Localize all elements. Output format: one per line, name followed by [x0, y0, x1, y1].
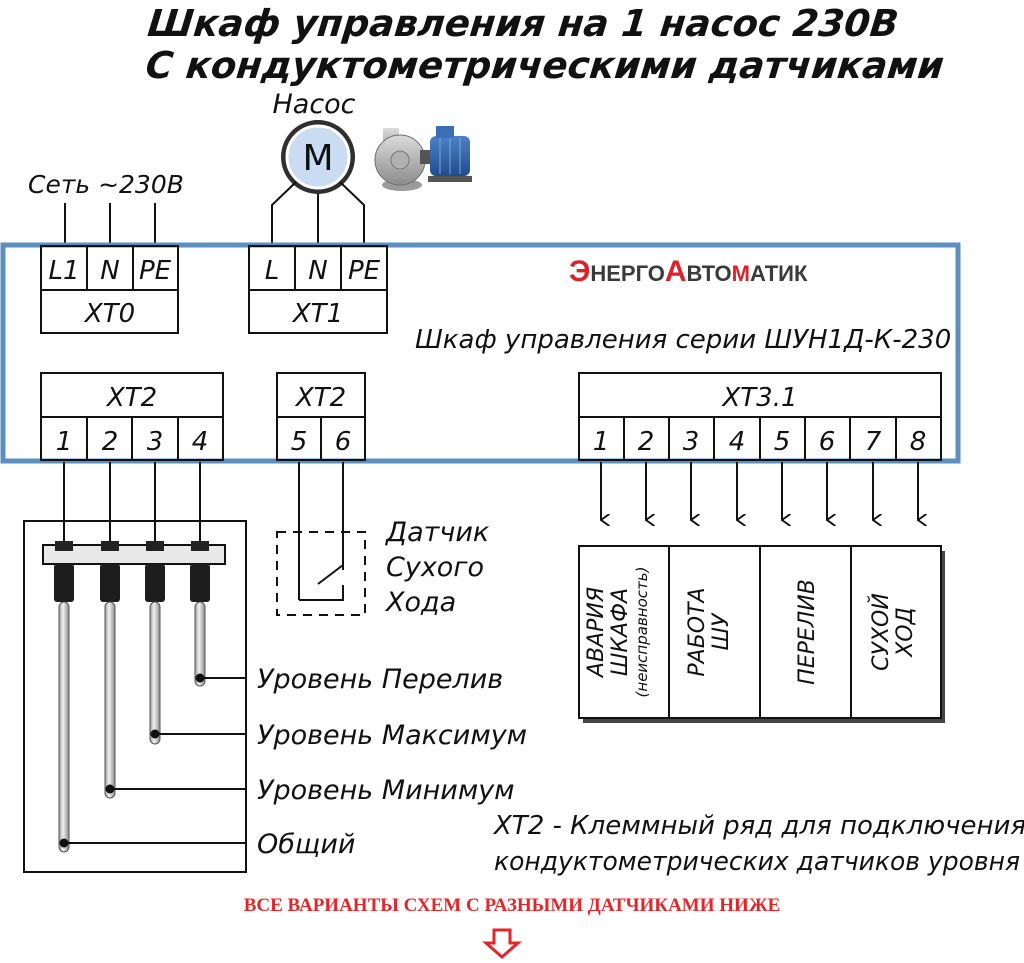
xt31-arrows [601, 462, 918, 520]
svg-text:ШУ: ШУ [709, 612, 734, 651]
svg-text:(неисправность): (неисправность) [633, 567, 651, 698]
dry-run-label-2: Сухого [386, 552, 484, 583]
xt0-block [40, 245, 179, 334]
xt1-pin-3: PE [348, 256, 381, 286]
xt2b-pin-6: 6 [335, 427, 352, 457]
xt1-name: XT1 [291, 299, 343, 329]
xt1-pin-2: N [308, 256, 327, 286]
xt0-name: XT0 [83, 299, 135, 329]
svg-text:РАБОТА: РАБОТА [685, 587, 710, 676]
output-overflow: ПЕРЕЛИВ [795, 579, 820, 685]
xt2b-block [276, 372, 366, 461]
svg-text:ШКАФА: ШКАФА [608, 588, 633, 676]
xt2b-pin-5: 5 [291, 427, 308, 457]
xt1-pin-1: L [265, 256, 280, 286]
xt2a-block [40, 372, 224, 461]
note-line-1: XT2 - Клеммный ряд для подключения [492, 811, 1024, 841]
xt31-pin-3: 3 [683, 427, 700, 457]
xt1-block [248, 245, 388, 334]
cabinet-series: Шкаф управления серии ШУН1Д-К-230 [415, 325, 951, 355]
svg-text:АВАРИЯ: АВАРИЯ [584, 587, 609, 679]
xt31-pin-6: 6 [819, 427, 836, 457]
xt2-sensor-wires [63, 462, 201, 543]
xt31-name: XT3.1 [720, 383, 797, 413]
level-leaders [59, 673, 246, 848]
output-dry: СУХОЙ ХОД [868, 593, 918, 671]
electrode-rods [58, 601, 206, 853]
level-max-label: Уровень Максимум [257, 720, 527, 751]
motor-wires [271, 181, 365, 245]
dry-run-label-1: Датчик [385, 517, 490, 548]
motor-symbol [285, 124, 351, 190]
xt0-pin-2: N [100, 256, 119, 286]
xt31-pin-4: 4 [729, 427, 746, 457]
brand-logo: ЭНЕРГОАВТОМАТИК [569, 255, 808, 288]
xt31-pin-2: 2 [638, 427, 655, 457]
svg-text:СУХОЙ: СУХОЙ [868, 593, 894, 671]
dry-run-sensor [276, 462, 366, 616]
pump-label: Насос [272, 89, 355, 120]
output-alarm: АВАРИЯ ШКАФА (неисправность) [584, 567, 651, 698]
pump-image [374, 126, 472, 191]
xt2a-pin-1: 1 [56, 427, 73, 457]
down-arrow-icon[interactable] [482, 928, 522, 959]
xt2a-pin-4: 4 [192, 427, 209, 457]
xt0-pin-3: PE [139, 256, 172, 286]
xt2b-name: XT2 [294, 383, 346, 413]
xt31-block [578, 372, 942, 461]
electrode-heads [54, 541, 210, 602]
level-overflow-label: Уровень Перелив [257, 664, 503, 695]
dry-run-label-3: Хода [384, 587, 456, 618]
xt0-pin-1: L1 [48, 256, 79, 286]
output-work: РАБОТА ШУ [685, 587, 734, 676]
motor-letter: M [302, 138, 333, 179]
mains-wires [64, 203, 156, 245]
svg-text:ХОД: ХОД [893, 607, 918, 658]
electrode-holder [42, 544, 226, 565]
xt2a-pin-3: 3 [147, 427, 164, 457]
xt31-pin-5: 5 [774, 427, 791, 457]
xt31-pin-8: 8 [910, 427, 927, 457]
outputs-panel [578, 545, 942, 719]
note-line-2: кондуктометрических датчиков уровня [494, 847, 1020, 877]
xt31-pin-7: 7 [865, 427, 882, 457]
svg-text:ПЕРЕЛИВ: ПЕРЕЛИВ [795, 579, 820, 685]
footer-link[interactable]: ВСЕ ВАРИАНТЫ СХЕМ С РАЗНЫМИ ДАТЧИКАМИ НИ… [243, 895, 781, 916]
xt2a-name: XT2 [105, 383, 157, 413]
level-common-label: Общий [257, 829, 355, 860]
mains-label: Сеть ~230В [28, 170, 184, 199]
xt2a-pin-2: 2 [102, 427, 119, 457]
cabinet-box [0, 242, 961, 464]
level-min-label: Уровень Минимум [257, 775, 515, 806]
xt31-pin-1: 1 [593, 427, 610, 457]
